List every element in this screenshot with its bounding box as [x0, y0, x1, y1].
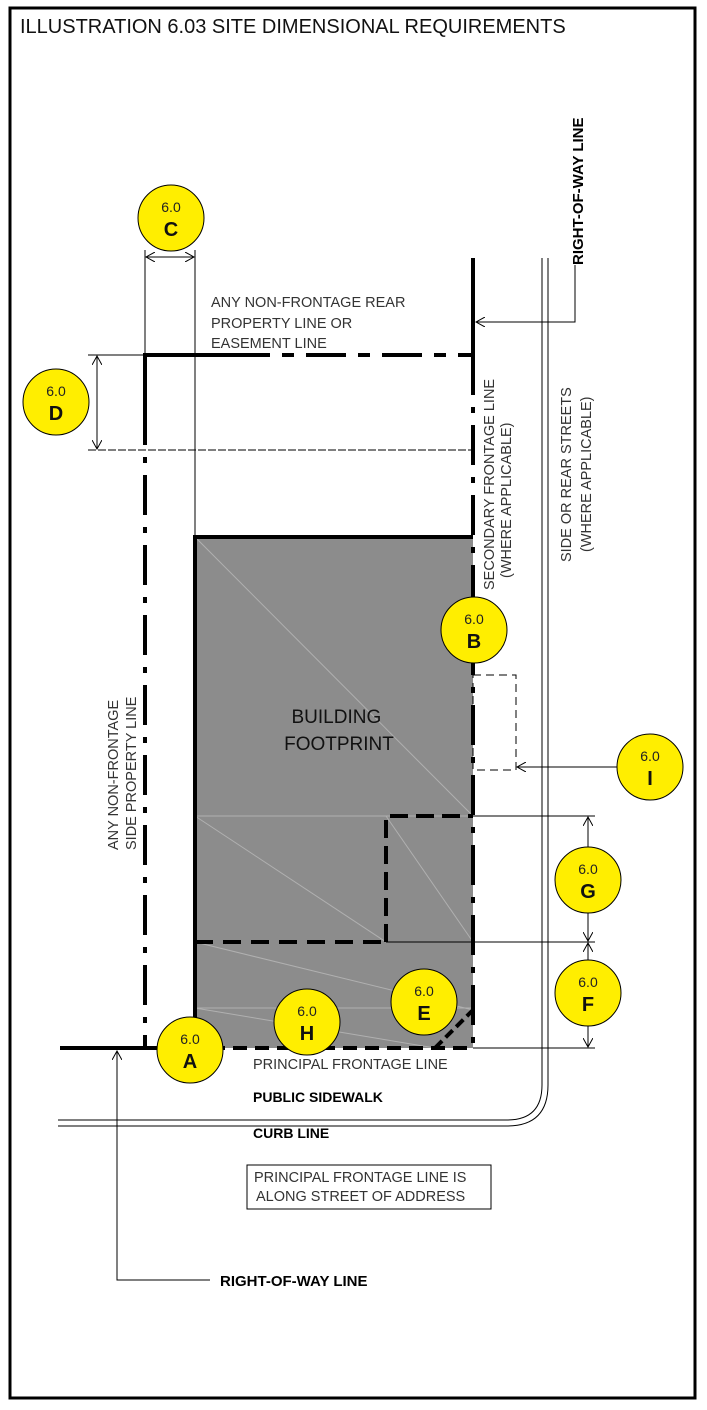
bubble-number: 6.0: [46, 383, 66, 399]
bubble-circle: [390, 968, 458, 1036]
bubble-letter: D: [49, 403, 63, 425]
bubble-circle: [22, 368, 90, 436]
bubble-d: 6.0D: [22, 368, 90, 436]
bubble-circle: [616, 733, 684, 801]
bubble-circle: [273, 988, 341, 1056]
dimension-bubbles: 6.0C6.0D6.0B6.0I6.0G6.0F6.0E6.0H6.0A: [22, 184, 684, 1084]
building-footprint-label: BUILDING FOOTPRINT: [284, 707, 394, 755]
secondary-frontage-label: SECONDARY FRONTAGE LINE (WHERE APPLICABL…: [482, 375, 515, 590]
side-rear-streets-label: SIDE OR REAR STREETS (WHERE APPLICABLE): [559, 383, 595, 562]
bubble-circle: [554, 846, 622, 914]
bubble-number: 6.0: [464, 611, 484, 627]
bubble-a: 6.0A: [156, 1016, 224, 1084]
bubble-circle: [137, 184, 205, 252]
note-text: PRINCIPAL FRONTAGE LINE IS ALONG STREET …: [254, 1170, 470, 1205]
bubble-g: 6.0G: [554, 846, 622, 914]
bubble-letter: A: [183, 1051, 197, 1073]
rear-line-label: ANY NON-FRONTAGE REAR PROPERTY LINE OR E…: [211, 295, 409, 352]
building-footprint: [193, 535, 474, 1049]
bubble-f: 6.0F: [554, 959, 622, 1027]
bubble-letter: E: [417, 1003, 430, 1025]
bubble-letter: C: [164, 219, 178, 241]
bubble-number: 6.0: [640, 748, 660, 764]
row-bottom-label: RIGHT-OF-WAY LINE: [220, 1273, 368, 1290]
bubble-letter: F: [582, 994, 594, 1016]
bubble-circle: [440, 596, 508, 664]
bubble-circle: [554, 959, 622, 1027]
bubble-number: 6.0: [180, 1031, 200, 1047]
diagram-title: ILLUSTRATION 6.03 SITE DIMENSIONAL REQUI…: [20, 16, 566, 38]
bubble-letter: I: [647, 768, 653, 790]
public-sidewalk-label: PUBLIC SIDEWALK: [253, 1089, 383, 1105]
bubble-number: 6.0: [578, 974, 598, 990]
bubble-number: 6.0: [414, 983, 434, 999]
bubble-letter: G: [580, 881, 596, 903]
bubble-number: 6.0: [297, 1003, 317, 1019]
bubble-letter: B: [467, 631, 481, 653]
bubble-number: 6.0: [578, 861, 598, 877]
principal-frontage-label: PRINCIPAL FRONTAGE LINE: [253, 1057, 448, 1073]
bubble-number: 6.0: [161, 199, 181, 215]
bubble-i: 6.0I: [616, 733, 684, 801]
note-box: [246, 1164, 492, 1210]
frame-border: [8, 6, 697, 1400]
bubble-e: 6.0E: [390, 968, 458, 1036]
street-lines: [58, 258, 549, 1127]
row-top-label: RIGHT-OF-WAY LINE: [570, 117, 587, 265]
bubble-circle: [156, 1016, 224, 1084]
side-line-label: ANY NON-FRONTAGE SIDE PROPERTY LINE: [106, 696, 140, 850]
bubble-b: 6.0B: [440, 596, 508, 664]
bubble-h: 6.0H: [273, 988, 341, 1056]
dimension-lines: [88, 250, 620, 1281]
bubble-c: 6.0C: [137, 184, 205, 252]
curb-line-label: CURB LINE: [253, 1125, 329, 1141]
bubble-letter: H: [300, 1023, 314, 1045]
